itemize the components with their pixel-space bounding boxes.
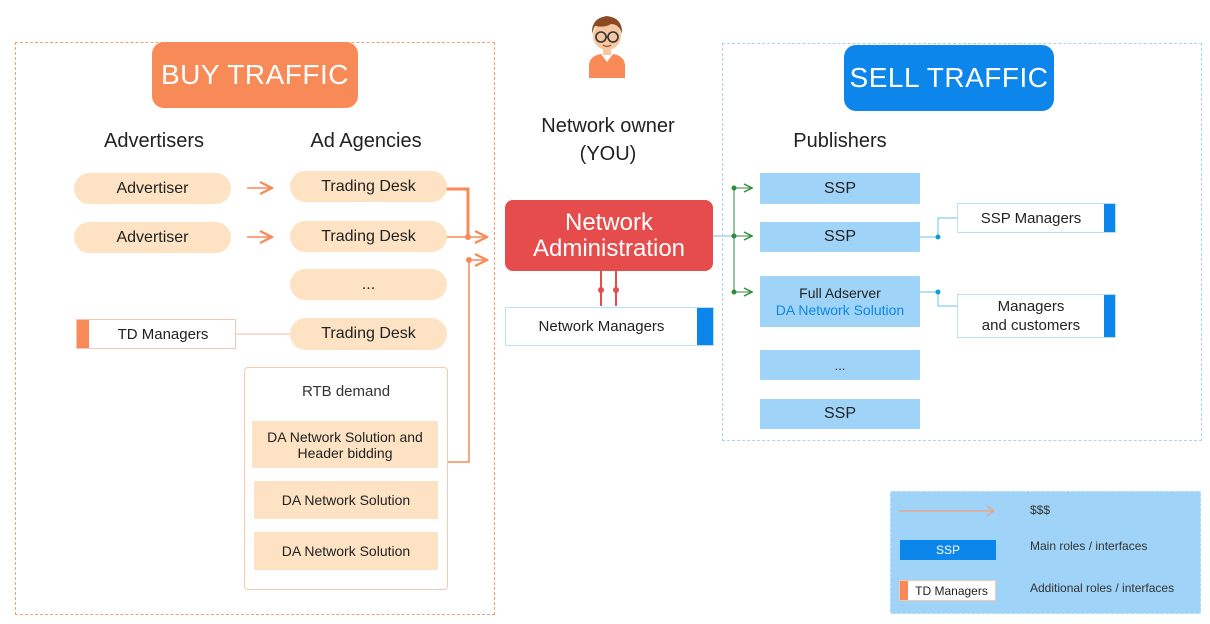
trading-desk-node: Trading Desk: [290, 318, 447, 350]
publisher-ellipsis: ...: [760, 350, 920, 380]
legend-additional-swatch-box: TD Managers: [899, 580, 996, 601]
managers-customers-box: Managers and customers: [957, 294, 1116, 338]
advertiser-node: Advertiser: [74, 173, 231, 204]
network-owner-avatar-icon: [583, 10, 631, 78]
trading-desk-node: Trading Desk: [290, 171, 447, 202]
td-managers-box: TD Managers: [76, 319, 236, 349]
legend-main-swatch: SSP: [900, 540, 996, 560]
sell-traffic-frame: [722, 43, 1202, 441]
network-administration-node: Network Administration: [505, 200, 713, 271]
network-owner-you-label: (YOU): [579, 142, 637, 165]
main-role-marker: [697, 308, 713, 345]
full-adserver-product: DA Network Solution: [775, 301, 905, 318]
ssp-node: SSP: [760, 222, 920, 252]
main-role-marker: [1104, 204, 1115, 232]
trading-desk-ellipsis: ...: [290, 269, 447, 300]
buy-traffic-title: BUY TRAFFIC: [152, 42, 358, 108]
publishers-header: Publishers: [793, 129, 887, 152]
ad-agencies-header: Ad Agencies: [310, 129, 422, 152]
rtb-item: DA Network Solution: [254, 532, 438, 570]
managers-customers-line1: Managers: [997, 298, 1065, 315]
rtb-demand-title: RTB demand: [301, 382, 391, 400]
advertiser-node: Advertiser: [74, 222, 231, 253]
network-managers-label: Network Managers: [538, 318, 665, 335]
ssp-node: SSP: [760, 399, 920, 429]
trading-desk-node: Trading Desk: [290, 221, 447, 252]
legend-additional-label: Additional roles / interfaces: [1030, 581, 1175, 595]
full-adserver-label: Full Adserver: [799, 284, 881, 301]
flow-line: [446, 187, 470, 237]
managers-customers-text: Managers and customers: [958, 295, 1104, 337]
managers-customers-line2: and customers: [981, 317, 1081, 334]
legend-additional-swatch: TD Managers: [915, 583, 988, 598]
td-managers-label: TD Managers: [117, 325, 209, 343]
rtb-item: DA Network Solution: [254, 481, 438, 519]
additional-role-marker: [900, 581, 908, 600]
legend-money-arrow-icon: [899, 505, 996, 517]
ssp-managers-box: SSP Managers: [957, 203, 1116, 233]
ssp-node: SSP: [760, 173, 920, 204]
network-administration-line2: Administration: [532, 234, 686, 262]
flow-line: [448, 260, 470, 463]
sell-traffic-title: SELL TRAFFIC: [844, 45, 1054, 111]
full-adserver-node: Full Adserver DA Network Solution: [760, 276, 920, 327]
network-managers-box: Network Managers: [505, 307, 714, 346]
advertisers-header: Advertisers: [103, 129, 205, 152]
rtb-item: DA Network Solution and Header bidding: [252, 421, 438, 468]
legend-main-label: Main roles / interfaces: [1030, 539, 1148, 553]
network-owner-label: Network owner: [541, 114, 675, 137]
main-role-marker: [1104, 295, 1115, 337]
legend-money-label: $$$: [1030, 503, 1051, 517]
additional-role-marker: [77, 320, 89, 348]
network-administration-line1: Network: [564, 208, 654, 236]
ssp-managers-label: SSP Managers: [980, 209, 1082, 227]
